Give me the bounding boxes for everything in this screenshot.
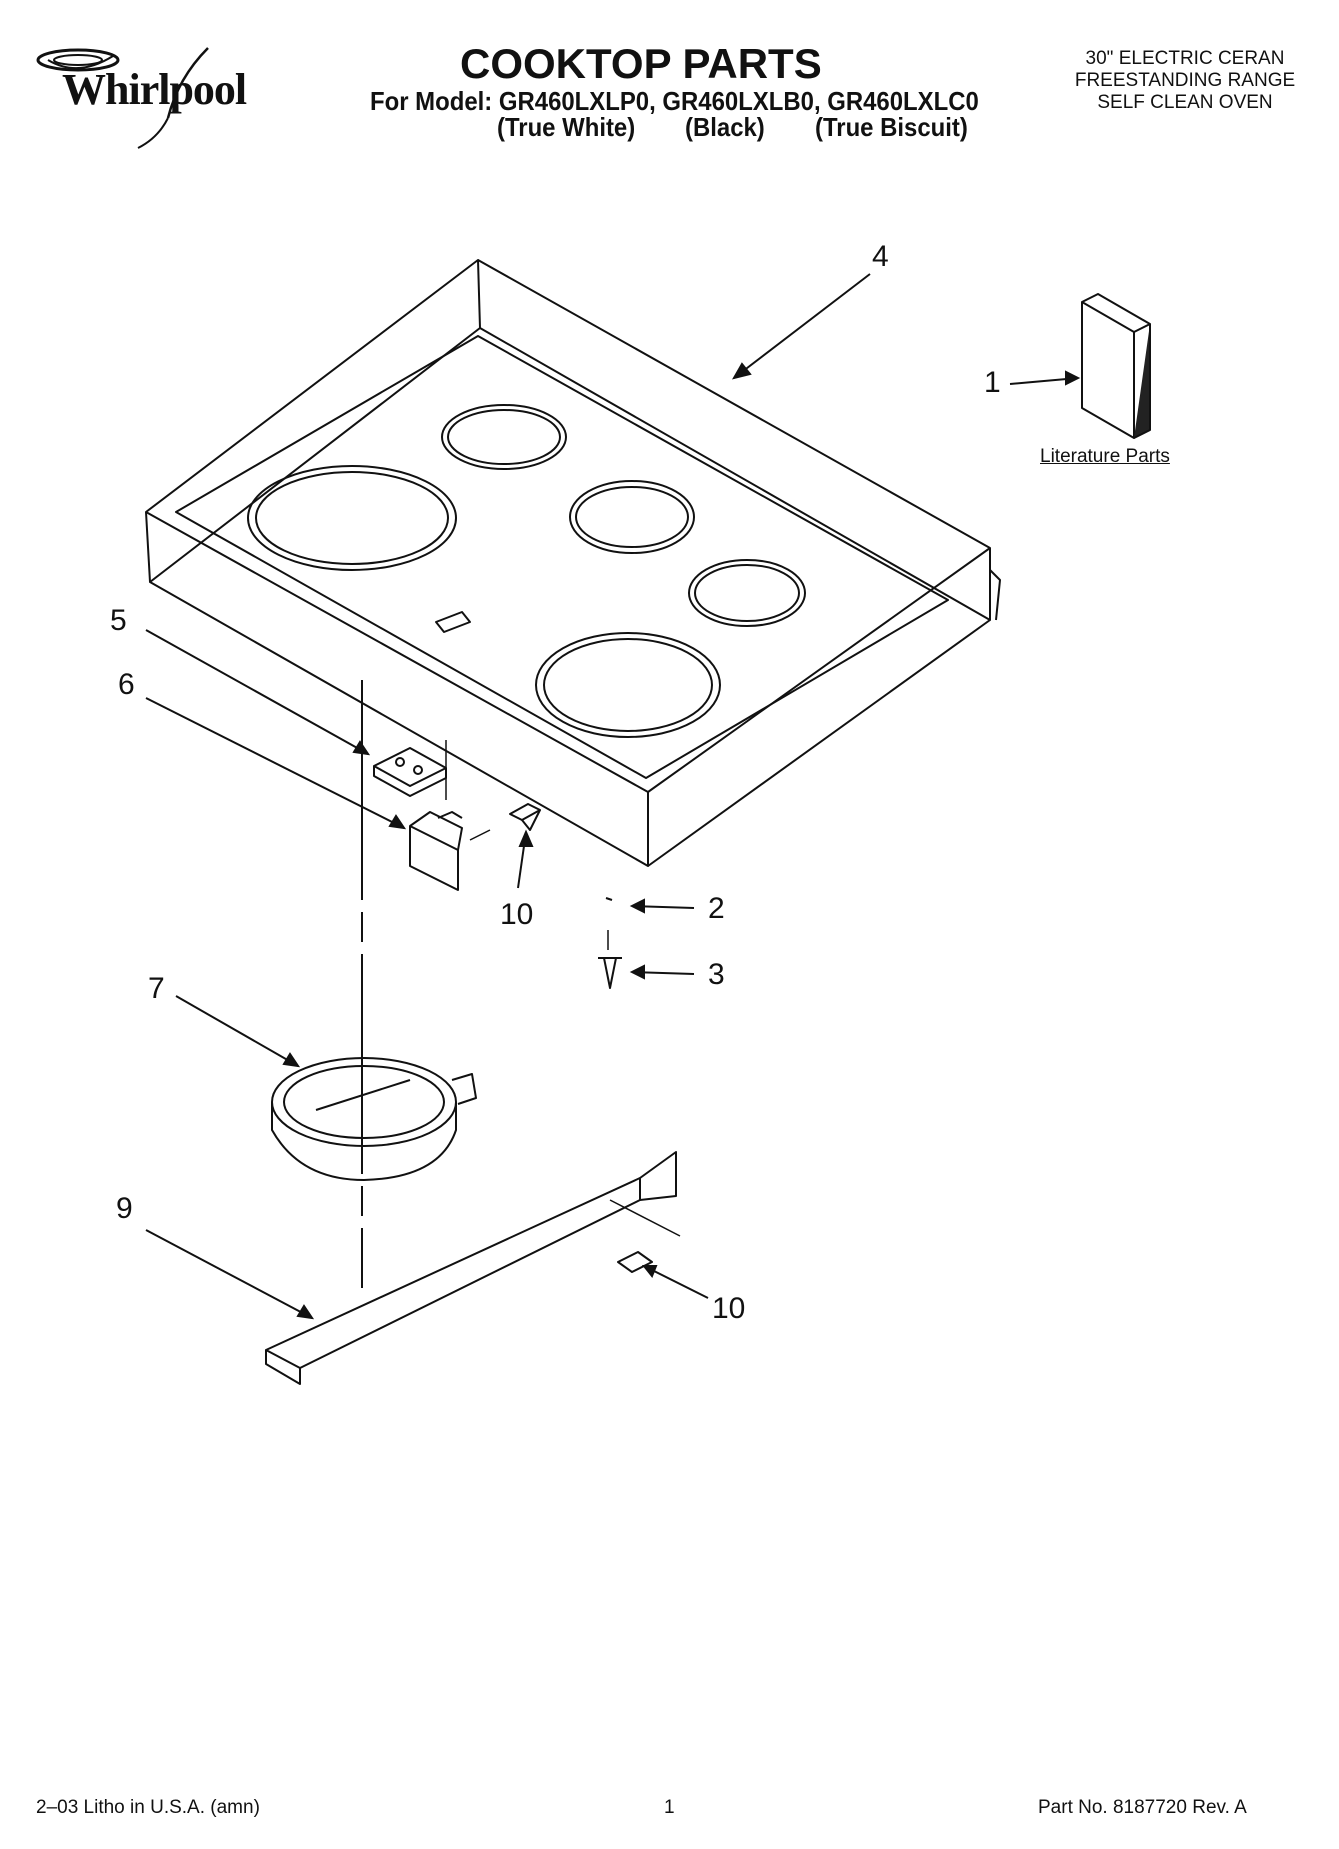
indicator-window	[435, 611, 471, 633]
cooktop-part	[145, 259, 1001, 867]
model-line: For Model: GR460LXLP0, GR460LXLB0, GR460…	[370, 86, 979, 116]
callout-6: 6	[118, 668, 135, 701]
right-burner-ring	[688, 559, 806, 627]
footer-page-number: 1	[664, 1797, 675, 1818]
callout-3: 3	[708, 958, 725, 991]
variant-true-biscuit: (True Biscuit)	[815, 112, 968, 142]
variant-true-white: (True White)	[497, 112, 636, 142]
callout-7: 7	[148, 972, 165, 1005]
center-burner-ring	[569, 480, 695, 554]
callout-4: 4	[872, 240, 889, 273]
callout-1: 1	[984, 366, 1001, 399]
support-bar-part	[265, 1151, 677, 1385]
description-line: SELF CLEAN OVEN	[1097, 92, 1273, 113]
screw-part-upper	[509, 803, 541, 831]
description-line: FREESTANDING RANGE	[1074, 70, 1296, 91]
variant-black: (Black)	[685, 112, 765, 142]
description-line: 30" ELECTRIC CERAN	[1085, 48, 1285, 69]
terminal-block-part	[373, 747, 447, 797]
screw-part-lower	[617, 1251, 653, 1273]
whirlpool-logo	[36, 47, 209, 149]
footer-part-number: Part No. 8187720 Rev. A	[1038, 1797, 1247, 1818]
callout-5: 5	[110, 604, 127, 637]
large-burner-ring	[247, 465, 457, 571]
washer-part	[605, 897, 613, 901]
brand-wordmark: Whirlpool	[62, 65, 247, 114]
literature-parts-box	[1081, 293, 1151, 439]
page-title: COOKTOP PARTS	[460, 40, 822, 87]
rear-burner-ring	[441, 404, 567, 470]
front-burner-ring	[535, 632, 721, 738]
callout-10-upper: 10	[500, 898, 534, 931]
product-description: 30" ELECTRIC CERAN FREESTANDING RANGE SE…	[1040, 48, 1330, 114]
radiant-element-part	[271, 1057, 477, 1181]
callout-10-lower: 10	[712, 1292, 746, 1325]
footer-litho: 2–03 Litho in U.S.A. (amn)	[36, 1797, 260, 1818]
callout-2: 2	[708, 892, 725, 925]
screw-part-3	[598, 957, 622, 989]
literature-parts-label: Literature Parts	[1040, 446, 1170, 467]
bracket-part	[409, 811, 463, 891]
callout-9: 9	[116, 1192, 133, 1225]
